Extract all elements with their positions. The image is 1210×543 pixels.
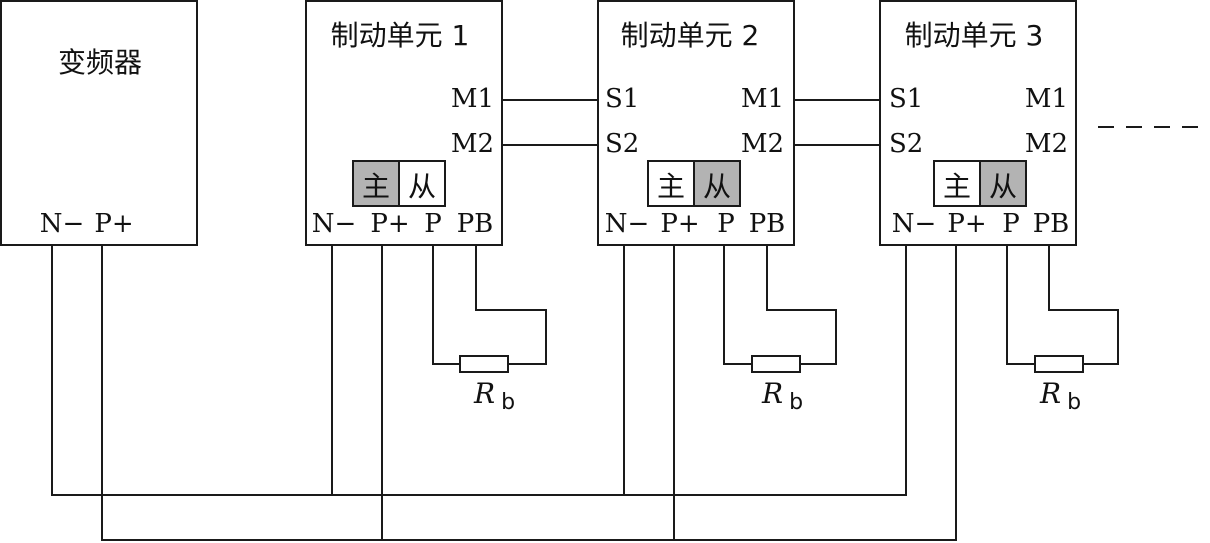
resistor-lead — [1006, 245, 1035, 365]
mode-slave-segment — [693, 160, 741, 207]
port-m2: M2 — [741, 129, 784, 159]
port-n: N− — [312, 209, 357, 239]
mode-master-segment — [352, 160, 400, 207]
resistor-lead — [1048, 245, 1119, 365]
port-s1: S1 — [605, 84, 639, 114]
braking-unit-title: 制动单元 3 — [905, 19, 1044, 52]
braking-unit-1: 制动单元 1 M1 M2 主 从 N− P+ P PB — [305, 0, 503, 246]
braking-unit-3: 制动单元 3 S1 S2 M1 M2 主 从 N− P+ P PB — [879, 0, 1077, 246]
port-pplus: P+ — [370, 209, 409, 239]
resistor-label-sub: b — [1067, 390, 1081, 415]
resistor — [751, 355, 801, 373]
resistor-lead — [766, 245, 837, 365]
resistor — [1034, 355, 1084, 373]
mode-master-label: 主 — [657, 170, 685, 203]
resistor-label-main: R — [761, 377, 783, 410]
mode-slave-segment — [398, 160, 446, 207]
port-m1: M1 — [1025, 84, 1068, 114]
port-n: N− — [605, 209, 650, 239]
resistor-label-main: R — [473, 377, 495, 410]
mode-switch: 主 从 — [352, 160, 446, 207]
port-s1: S1 — [889, 84, 923, 114]
inverter: 变频器 N− P+ — [0, 0, 198, 246]
port-p: P — [424, 209, 442, 239]
port-s2: S2 — [889, 129, 923, 159]
mode-slave-label: 从 — [989, 170, 1017, 203]
port-pplus: P+ — [660, 209, 699, 239]
mode-slave-label: 从 — [408, 170, 436, 203]
inverter-port-n: N− — [40, 209, 85, 239]
bus-positive — [101, 245, 957, 541]
resistor-lead — [432, 245, 460, 365]
braking-unit-title: 制动单元 1 — [331, 19, 470, 52]
mode-switch: 主 从 — [933, 160, 1027, 207]
resistor-lead — [475, 245, 547, 365]
resistor-label-sub: b — [789, 390, 803, 415]
mode-switch: 主 从 — [647, 160, 741, 207]
port-m2: M2 — [451, 129, 494, 159]
resistor-label-main: R — [1039, 377, 1061, 410]
mode-master-label: 主 — [943, 170, 971, 203]
bus-negative — [51, 245, 907, 496]
mode-master-segment — [933, 160, 981, 207]
mode-slave-segment — [979, 160, 1027, 207]
port-pplus: P+ — [947, 209, 986, 239]
braking-unit-2: 制动单元 2 S1 S2 M1 M2 主 从 N− P+ P PB — [597, 0, 795, 246]
port-m1: M1 — [741, 84, 784, 114]
port-p: P — [1002, 209, 1020, 239]
resistor-lead — [723, 245, 752, 365]
port-pb: PB — [1033, 209, 1070, 239]
port-p: P — [717, 209, 735, 239]
port-pb: PB — [457, 209, 494, 239]
resistor-label-sub: b — [501, 390, 515, 415]
mode-slave-label: 从 — [703, 170, 731, 203]
port-pb: PB — [749, 209, 786, 239]
resistor — [459, 355, 509, 373]
inverter-box — [0, 0, 198, 246]
port-s2: S2 — [605, 129, 639, 159]
port-n: N− — [892, 209, 937, 239]
mode-master-label: 主 — [362, 170, 390, 203]
port-m1: M1 — [451, 84, 494, 114]
braking-unit-title: 制动单元 2 — [621, 19, 760, 52]
inverter-title: 变频器 — [58, 46, 142, 79]
port-m2: M2 — [1025, 129, 1068, 159]
dc-bus — [51, 245, 957, 541]
signal-wires — [502, 99, 1210, 146]
inverter-port-p: P+ — [94, 209, 133, 239]
